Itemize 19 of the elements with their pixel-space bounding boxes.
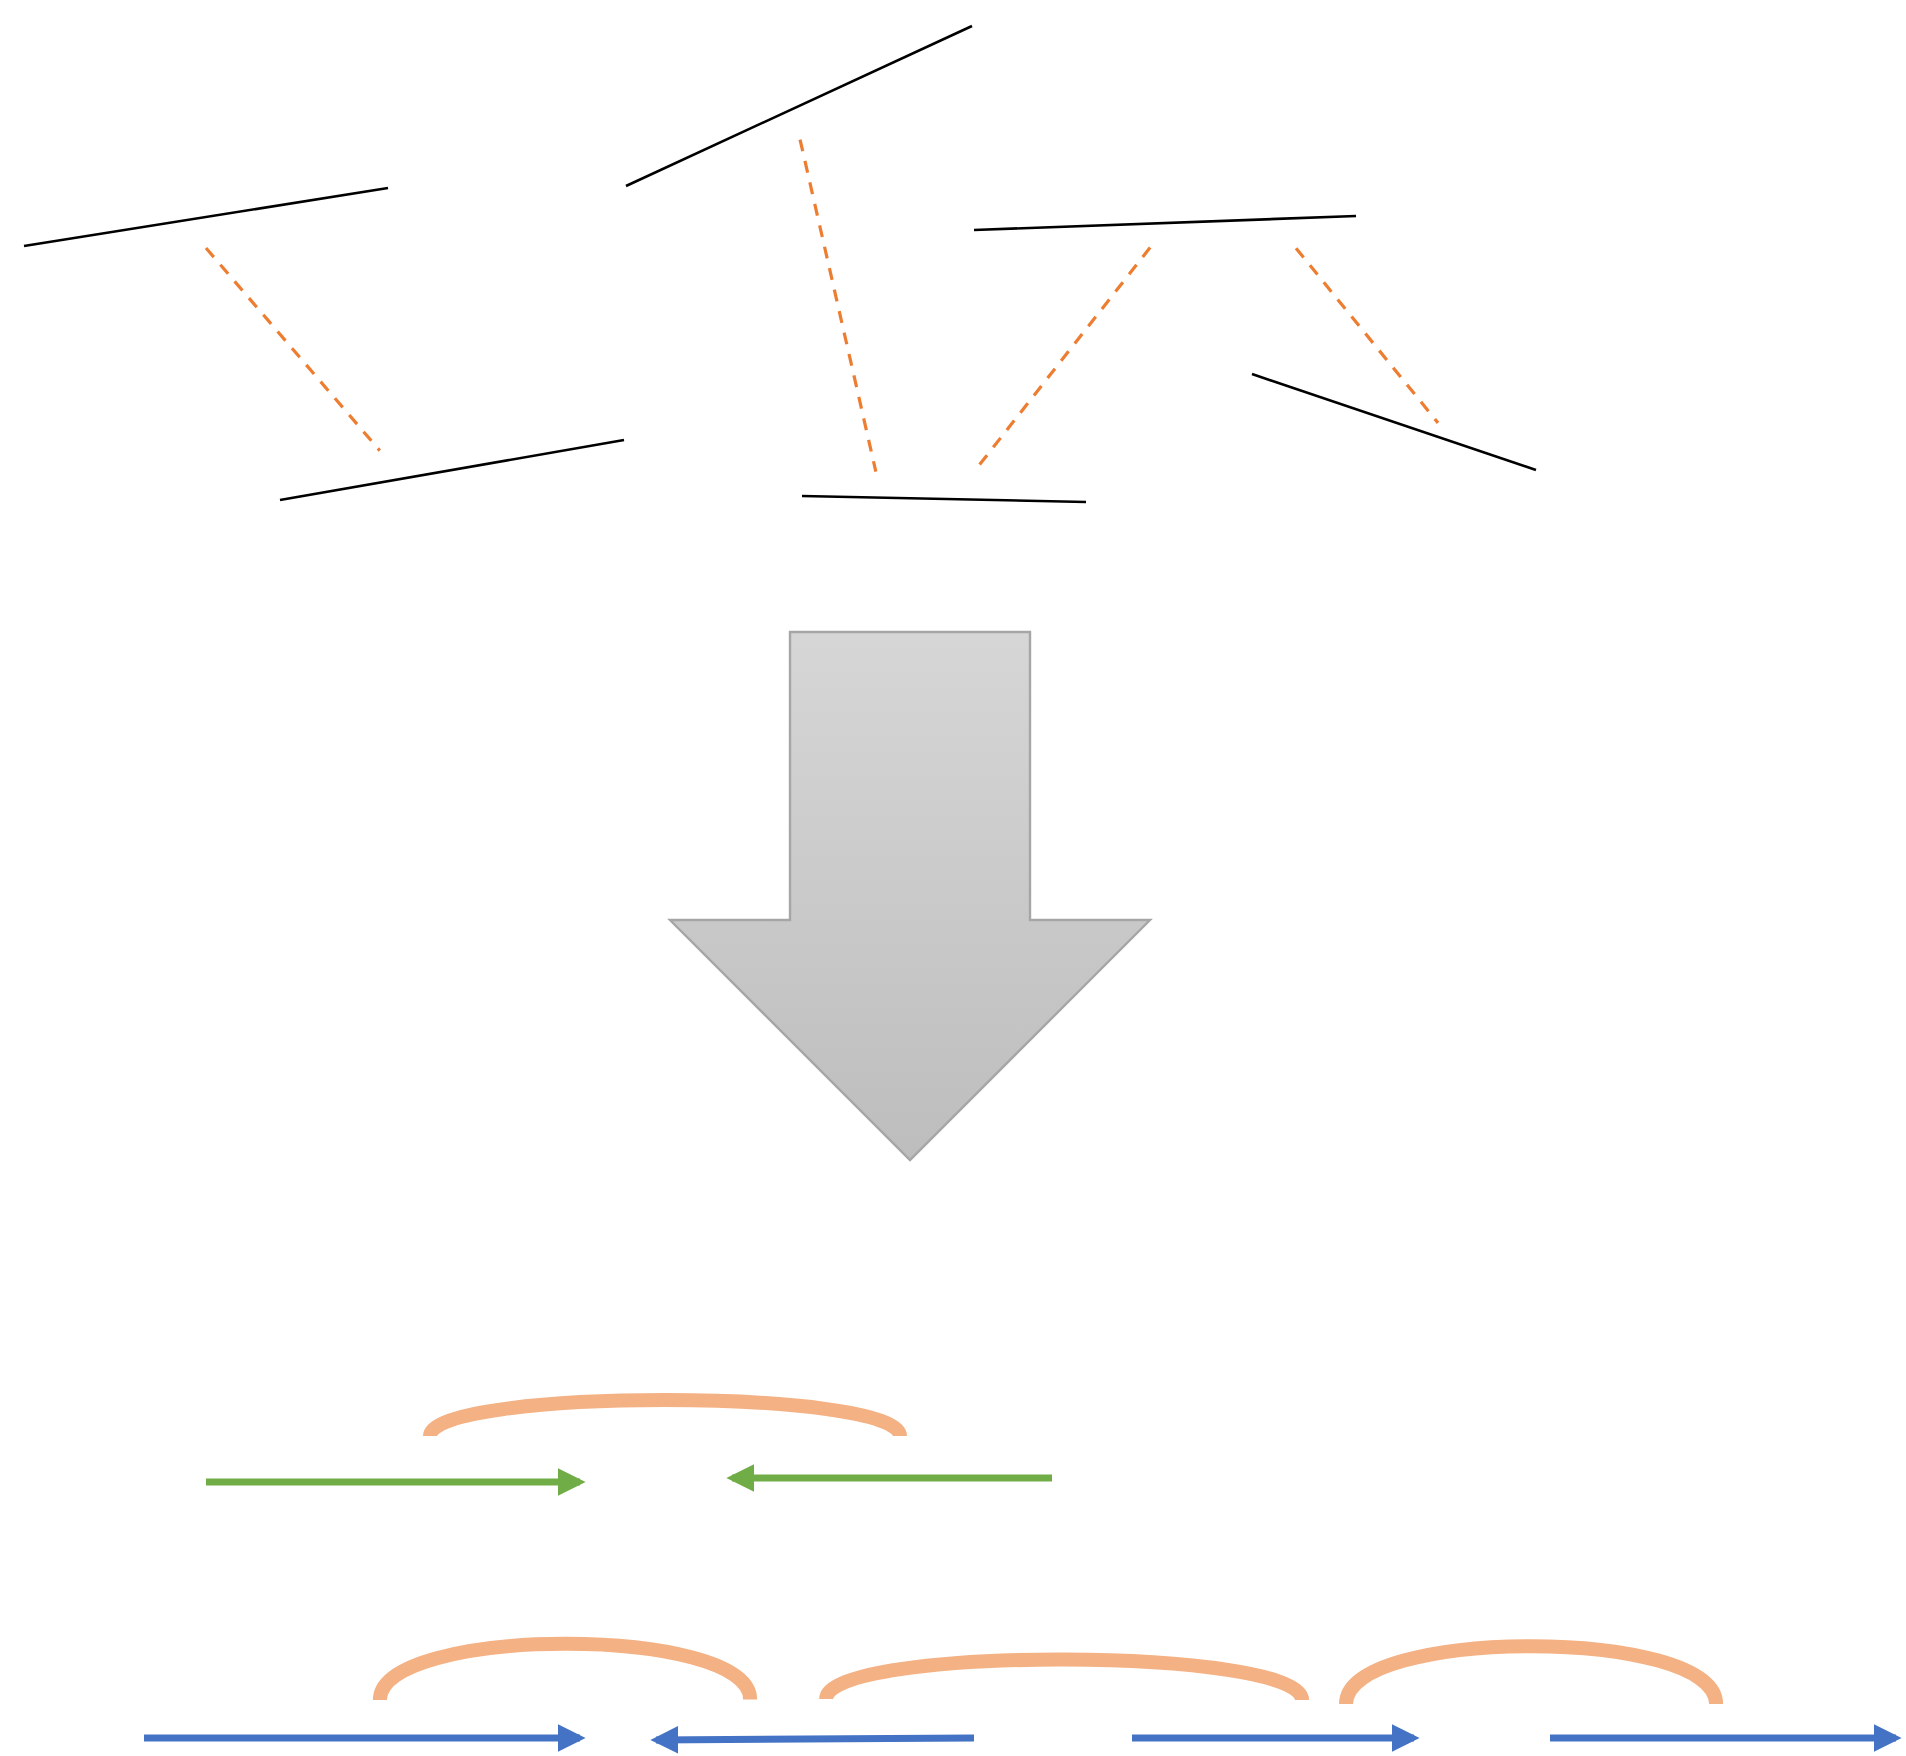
line-segment <box>801 494 1087 504</box>
arc-connector <box>1339 1639 1723 1707</box>
dashed-connector <box>1294 247 1440 424</box>
arrow <box>726 1464 1052 1492</box>
line-segment <box>23 186 389 248</box>
arc-connector <box>424 1393 906 1441</box>
line-segment <box>973 214 1357 232</box>
arc-connector <box>820 1652 1308 1705</box>
line-segment <box>279 438 625 502</box>
line-segment <box>1251 372 1537 472</box>
dashed-connector <box>204 246 381 452</box>
line-segment <box>625 24 973 188</box>
arrow <box>1132 1724 1420 1752</box>
arrow <box>1550 1724 1902 1752</box>
dashed-connector <box>798 139 878 472</box>
arrow <box>144 1724 586 1752</box>
arrow <box>650 1725 975 1754</box>
arrow <box>206 1468 586 1496</box>
arc-connector <box>373 1636 757 1703</box>
